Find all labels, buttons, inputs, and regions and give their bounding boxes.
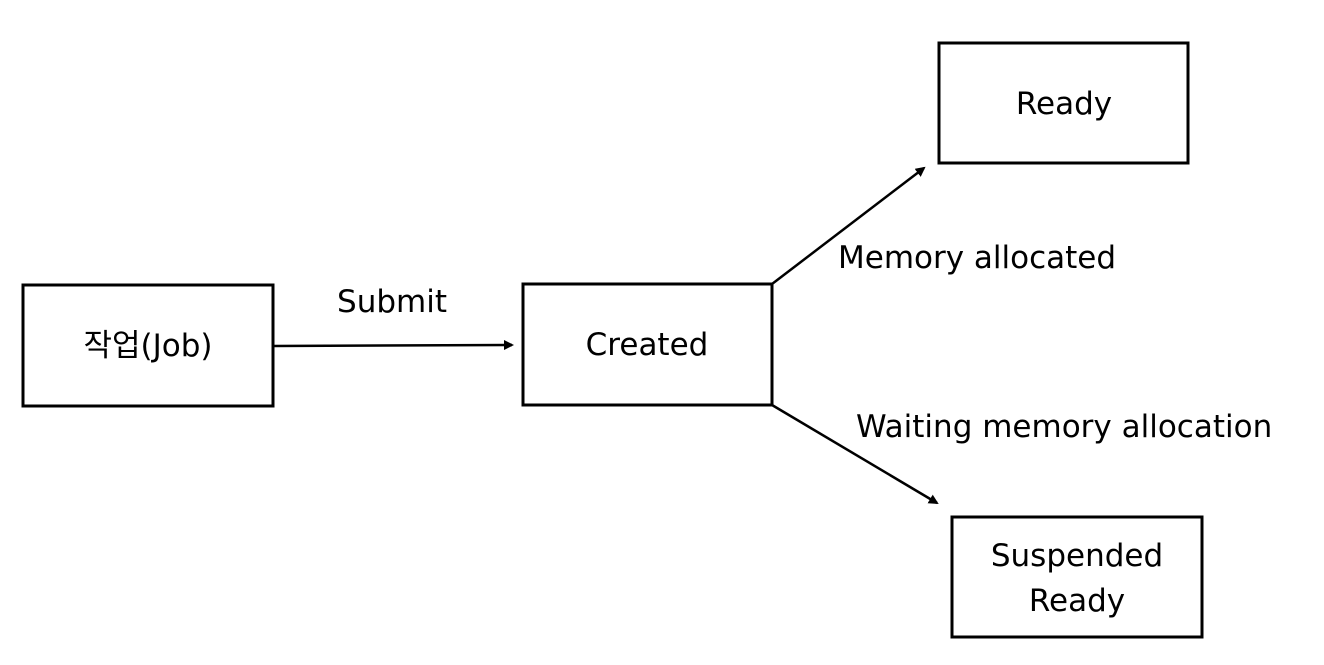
node-job-label: 작업(Job)	[83, 328, 212, 364]
edge-waiting-memory-allocation-label: Waiting memory allocation	[856, 409, 1272, 445]
node-suspended-ready: Suspended Ready	[950, 515, 1204, 639]
node-suspended-ready-box	[950, 515, 1204, 639]
edge-submit-label: Submit	[337, 284, 447, 320]
edge-memory-allocated-arrow	[771, 166, 926, 285]
node-ready-label: Ready	[1016, 86, 1112, 122]
node-job-box	[21, 283, 275, 408]
node-job: 작업(Job)	[21, 283, 275, 408]
node-ready: Ready	[937, 41, 1190, 165]
node-ready-box	[937, 41, 1190, 165]
edge-waiting-memory-allocation: Waiting memory allocation	[771, 403, 1272, 505]
edge-submit: Submit	[272, 284, 514, 351]
node-created: Created	[521, 282, 774, 407]
node-created-label: Created	[586, 327, 709, 363]
edge-waiting-memory-allocation-arrow	[771, 403, 939, 505]
node-created-box	[521, 282, 774, 407]
edge-submit-arrow	[272, 340, 514, 351]
node-suspended-ready-label-line1: Suspended	[991, 538, 1163, 574]
node-suspended-ready-label-line2: Ready	[1029, 583, 1125, 619]
edge-memory-allocated: Memory allocated	[771, 166, 1116, 285]
edge-memory-allocated-label: Memory allocated	[838, 240, 1116, 276]
